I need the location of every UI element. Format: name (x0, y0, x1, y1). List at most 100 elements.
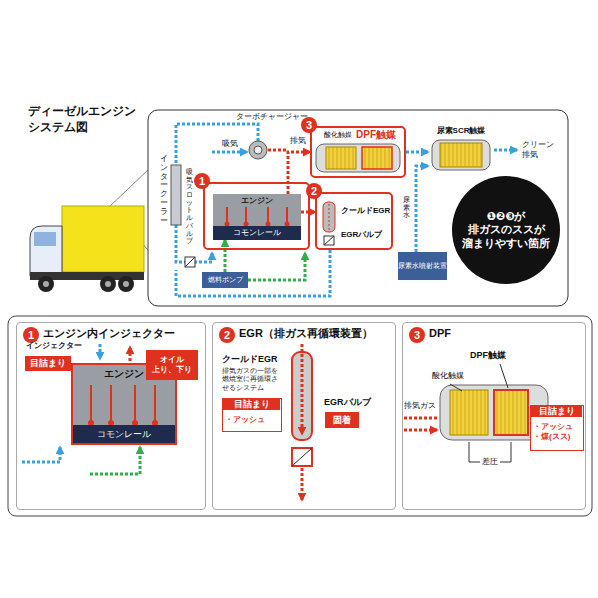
art-line (500, 364, 508, 388)
art-path (90, 447, 140, 474)
art-path (99, 344, 102, 359)
urea-injector: 尿素水噴射装置 (398, 252, 447, 280)
node-text: ❶❷❸が 排ガスのススが 溜まりやすい箇所 (460, 210, 552, 250)
callout-box: 1エンジンコモンレール (203, 182, 310, 250)
part-label: 吸気スロットルバルブ (186, 168, 193, 245)
art-line (154, 385, 156, 425)
art-circle (43, 281, 49, 287)
part-label: 酸化触媒 (432, 371, 464, 381)
node-text: 目詰まり (223, 399, 280, 410)
art-path (176, 124, 258, 262)
detail-panel: 2EGR（排ガス再循環装置）目詰まり・アッシュ固着 (212, 322, 396, 510)
callout-number: 2 (306, 183, 322, 199)
art-line (292, 448, 312, 466)
art-circle (123, 281, 129, 287)
art-line (134, 385, 136, 425)
node-text: 固着 (333, 415, 351, 426)
art-rect (494, 390, 528, 435)
art-line (324, 236, 334, 245)
art-circle (249, 141, 267, 159)
callout-number: 2 (219, 327, 235, 343)
art-rect (432, 140, 490, 170)
node-text: DPF触媒 (356, 129, 396, 141)
part-label: クールドEGR (222, 354, 278, 365)
node-text: 尿素水噴射装置 (398, 262, 447, 270)
node-text: オイル 上り、下り (148, 355, 196, 374)
system-panel (148, 110, 568, 306)
fault-tag: オイル 上り、下り (146, 350, 198, 380)
node-text: コモンレール (233, 228, 281, 238)
part-label: EGRバルブ (324, 397, 371, 408)
node-text: DPF (429, 327, 451, 340)
fault-tag: 固着 (325, 412, 359, 428)
art-path (248, 253, 305, 280)
dpf-unit (404, 364, 548, 462)
art-rect (326, 147, 356, 169)
scr-catalyst: 尿素SCR触媒 (428, 126, 494, 174)
node-text: 燃料ポンプ (208, 276, 243, 284)
art-circle (118, 276, 134, 292)
flow-connector (224, 240, 227, 272)
egr-cooler (292, 344, 312, 500)
art-rect (440, 143, 482, 167)
art-path (176, 250, 330, 296)
part-drawing (317, 194, 395, 252)
part-label: DPF触媒 (470, 350, 506, 361)
callout-number: 1 (194, 173, 210, 189)
flow-connector (416, 166, 428, 252)
art-line (185, 257, 195, 267)
node-text: クールドEGR (341, 206, 390, 216)
fault-tag: 目詰まり (25, 356, 71, 371)
flow-connector (301, 211, 315, 214)
art-path (268, 149, 286, 152)
art-path (301, 468, 304, 500)
part-label: 尿素水 (403, 196, 410, 219)
art-rect (185, 257, 195, 267)
part-label: インタークーラー (160, 155, 168, 225)
node-text: 酸化触媒 (324, 131, 352, 139)
art-line (90, 385, 92, 425)
art-rect (62, 206, 144, 272)
art-path (129, 347, 132, 361)
art-rect (34, 232, 56, 246)
node-text: ・アッシュ ・煤(スス) (533, 422, 581, 442)
detail-frame (8, 316, 592, 516)
part-label: 差圧 (482, 457, 498, 467)
node-text: エンジン内インジェクター (43, 327, 175, 340)
art-rect (292, 448, 312, 466)
art-circle (100, 276, 116, 292)
fuel-pump: 燃料ポンプ (202, 272, 248, 288)
node-text: エンジン (213, 196, 301, 206)
part-label: クリーン 排気 (522, 140, 558, 159)
callout-box: 3酸化触媒DPF触媒 (310, 126, 406, 178)
part-label: 排気ガスの一部を燃焼室に再循環させるシステム (222, 367, 282, 392)
turbocharger (249, 141, 267, 159)
node-text: 尿素SCR触媒 (428, 126, 494, 136)
art-rect (316, 144, 400, 172)
art-path (30, 226, 62, 276)
callout-number: 1 (23, 327, 39, 343)
node-text: ・アッシュ (225, 415, 265, 425)
note-circle: ❶❷❸が 排ガスのススが 溜まりやすい箇所 (452, 176, 560, 284)
art-line (450, 384, 462, 391)
flow-connector (406, 151, 428, 154)
part-label: インジェクター (26, 341, 82, 351)
node-text: EGRバルブ (341, 230, 382, 240)
fault-tag: 目詰まり・アッシュ (222, 398, 282, 432)
diagram-title: ディーゼルエンジン システム図 (28, 104, 143, 135)
art-rect (450, 390, 488, 435)
callout-number: 3 (409, 327, 425, 343)
art-rect (362, 147, 392, 169)
truck (30, 168, 150, 292)
node-text: 目詰まり (531, 406, 582, 417)
detail-panel: 1エンジン内インジェクターエンジンコモンレール目詰まりオイル 上り、下り (16, 322, 206, 510)
part-label: 吸気 (222, 139, 238, 149)
art-circle (105, 281, 111, 287)
intercooler (171, 165, 181, 225)
part-label: ターボチャージャー (236, 112, 308, 121)
